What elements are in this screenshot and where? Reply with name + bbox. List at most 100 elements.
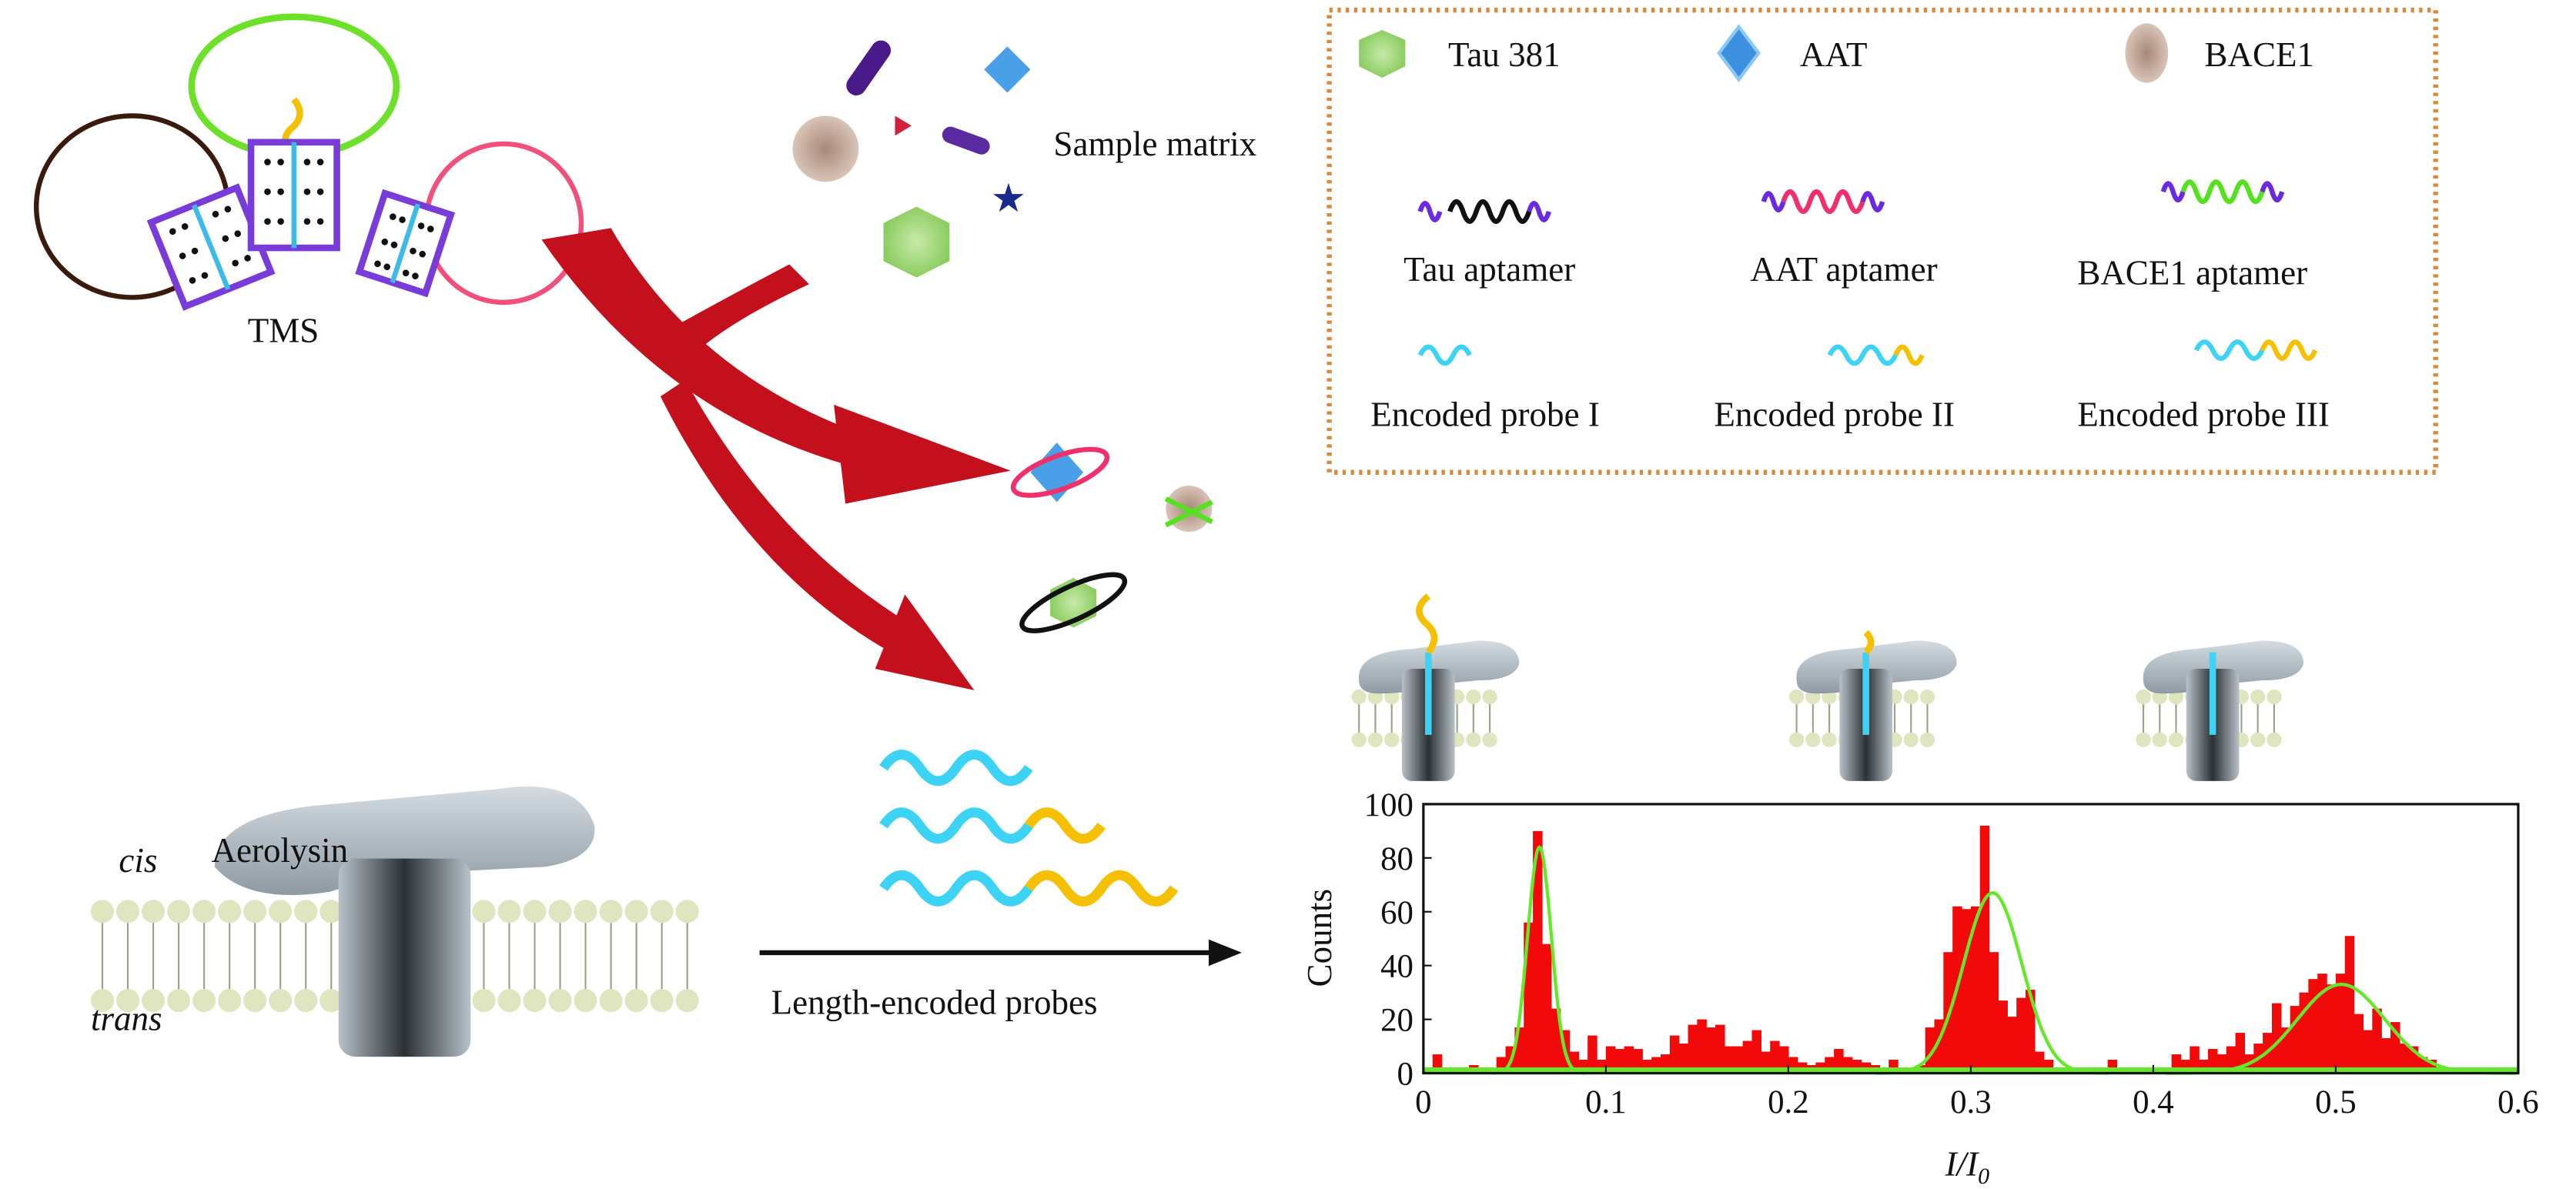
cis-label: cis [119, 841, 157, 880]
tms-duplex-2 [247, 139, 340, 252]
tau-aptamer-linker-left [1417, 200, 1443, 222]
nanopore-3 [2136, 640, 2304, 781]
legend-border [1326, 7, 2438, 475]
histogram-bar [1587, 1035, 1597, 1074]
aat-molecule-icon [984, 46, 1031, 93]
x-tick-label: 0.1 [1585, 1084, 1627, 1121]
aptamer-target-complexes [1010, 443, 1213, 633]
probe-3-tag [2260, 339, 2318, 361]
lipid-head [574, 900, 597, 923]
probe-2-released [879, 807, 1033, 844]
histogram-bar [1724, 1046, 1735, 1074]
histogram-bar [2235, 1033, 2246, 1074]
histogram-bar [1970, 906, 1981, 1074]
gaussian-fit-curve [2166, 982, 2517, 1075]
aat-aptamer-ring [1010, 446, 1110, 498]
histogram-bars [1432, 825, 2474, 1074]
histogram-bar [1962, 909, 1972, 1074]
lipid-head [472, 989, 496, 1013]
nanopore-cap [2143, 640, 2304, 694]
lipid-head [1919, 689, 1935, 705]
lipid-head [1351, 732, 1367, 747]
histogram-bar [2026, 990, 2036, 1074]
gaussian-fit-curve [1875, 891, 2109, 1075]
lipid-head [1788, 689, 1805, 705]
lipid-head [2152, 732, 2167, 747]
lipid-head [599, 900, 623, 923]
legend-label-aat-aptamer: AAT aptamer [1751, 250, 1938, 289]
lipid-head [624, 989, 648, 1013]
lipid-head [115, 900, 140, 923]
lipid-head [1466, 732, 1481, 747]
lipid-head [599, 989, 623, 1013]
lipid-head [2136, 732, 2151, 747]
histogram-bar [2299, 992, 2310, 1074]
lipid-head [650, 989, 674, 1013]
y-tick-label: 60 [1380, 895, 1413, 931]
tau-molecule-icon [883, 206, 950, 278]
lipid-head [167, 989, 191, 1013]
histogram-bar [1770, 1040, 1780, 1074]
probe-2-tag [1893, 344, 1925, 366]
histogram-bar [2271, 1003, 2282, 1074]
flow-arrowhead-right [834, 404, 1011, 504]
lipid-head [2136, 689, 2151, 705]
lipid-head [269, 900, 293, 923]
nanopore-2 [1788, 630, 1957, 781]
histogram-bar [2280, 1027, 2291, 1074]
aerolysin-stem [338, 858, 471, 1057]
tms-label: TMS [248, 311, 319, 349]
bace1-molecule-icon [792, 115, 859, 182]
lipid-head [650, 900, 674, 923]
histogram-bar [2208, 1049, 2218, 1074]
lipid-head [1482, 732, 1497, 747]
lipid-head [142, 989, 166, 1013]
nanopore-1 [1351, 593, 1520, 781]
histogram-bar [1605, 1046, 1616, 1074]
y-tick-label: 100 [1364, 787, 1413, 823]
x-axis-label-main: I/I [1945, 1144, 1980, 1183]
histogram-bar [1989, 952, 1999, 1074]
x-tick-label: 0.3 [1950, 1084, 1992, 1121]
released-probes [879, 750, 1179, 907]
lipid-head [319, 900, 343, 923]
lipid-head [2267, 732, 2282, 747]
histogram-bar [2290, 1006, 2300, 1074]
bace1-icon [2125, 23, 2169, 83]
sample-matrix: ★ Sample matrix [792, 40, 1256, 278]
histogram-bar [2007, 1017, 2017, 1074]
probe-1-released [879, 750, 1033, 787]
legend: Tau 381 AAT BACE1 Tau aptamer AAT aptame… [1326, 7, 2438, 475]
histogram-bar [2308, 979, 2318, 1074]
lipid-head [218, 989, 242, 1013]
star-molecule-icon: ★ [991, 177, 1026, 221]
histogram-bar [2016, 997, 2026, 1074]
tau-381-icon [1359, 29, 1406, 78]
histogram-bar [2399, 1044, 2410, 1074]
lipid-head [192, 900, 216, 923]
lipid-head [675, 900, 699, 923]
lipid-head [2250, 689, 2266, 705]
histogram-bar [1669, 1035, 1680, 1074]
histogram-bar [1742, 1040, 1753, 1074]
green-loop [188, 13, 400, 159]
flow-arrowhead-down [875, 594, 975, 690]
histogram-bar [2354, 1014, 2364, 1074]
histogram-bar [1979, 825, 1990, 1074]
probe-tag [1416, 593, 1438, 655]
histogram-bar [2317, 974, 2327, 1074]
tms-duplex-3 [355, 189, 456, 298]
aerolysin-cap [214, 786, 595, 896]
probe-3-wave [2193, 339, 2265, 361]
lipid-head [1367, 732, 1383, 747]
flow-arrow-tail [652, 264, 809, 372]
histogram-bar [1688, 1024, 1698, 1074]
lipid-head [1466, 689, 1481, 705]
nanopore-cap [1358, 640, 1520, 694]
histogram-bar [2190, 1046, 2200, 1074]
lipid-head [497, 900, 521, 923]
arrow-label: Length-encoded probes [771, 983, 1098, 1021]
flow-arrow-branch [660, 379, 917, 658]
